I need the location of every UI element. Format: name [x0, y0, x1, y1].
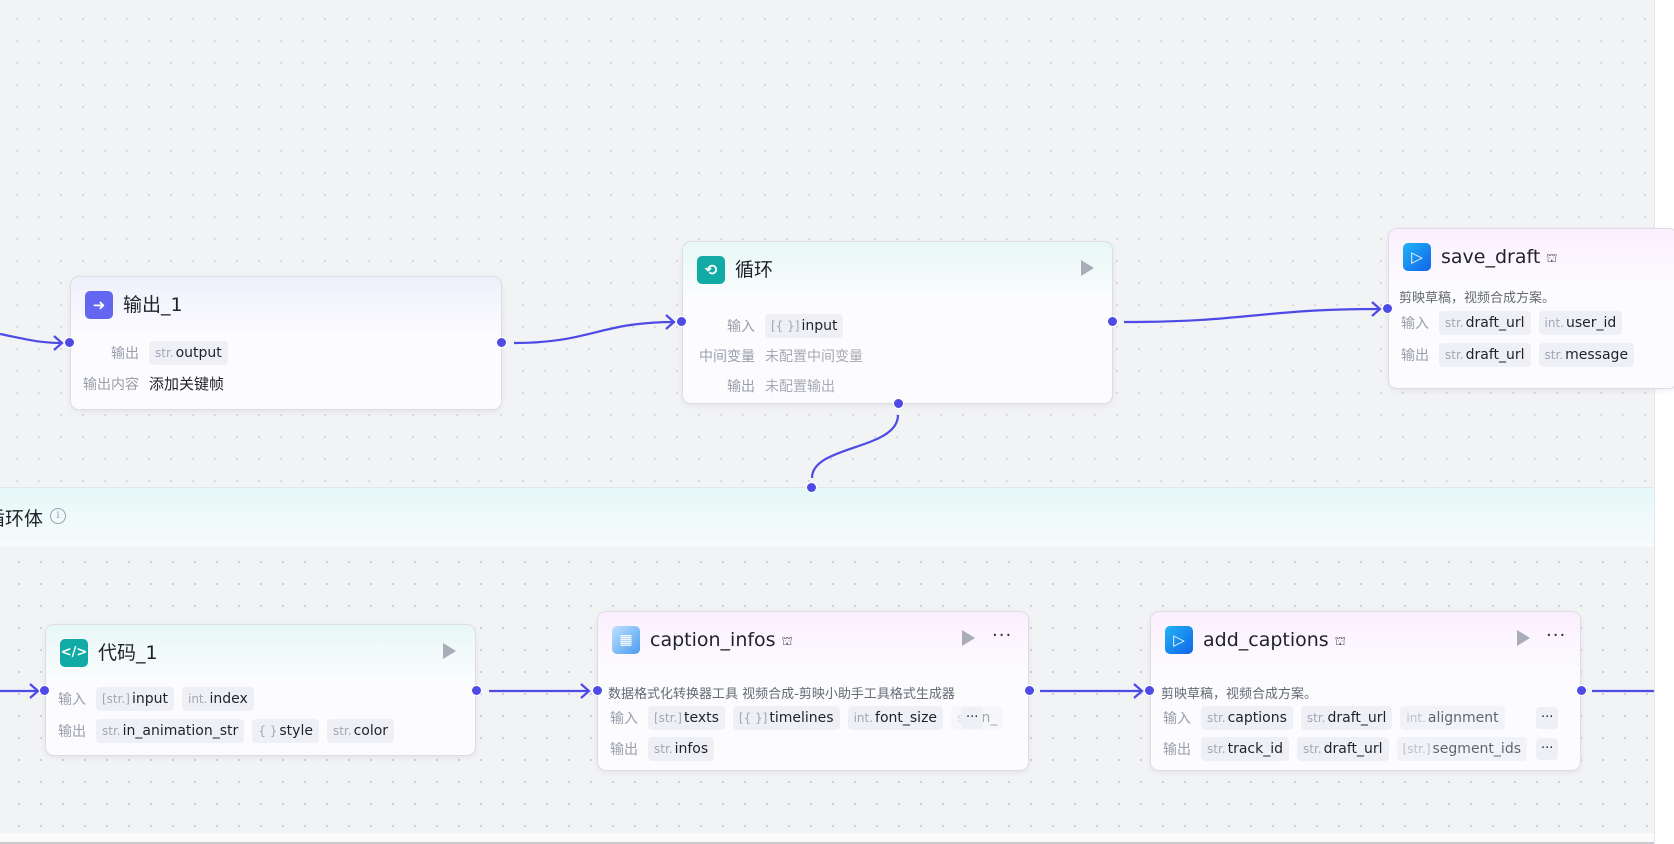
jianying-icon: ▷: [1165, 626, 1193, 654]
node-title: 循环: [735, 259, 774, 281]
loop-body-title: 循环体: [0, 508, 44, 530]
right-panel-edge: [1654, 0, 1674, 844]
content-label: 输出内容: [83, 376, 139, 393]
output-label: 输出: [1401, 348, 1429, 364]
output-tag: str.infos: [648, 737, 715, 761]
node-caption-infos[interactable]: ▦ caption_infos⛫ ··· 数据格式化转换器工具 视频合成-剪映小…: [597, 611, 1029, 771]
node-output-1[interactable]: ➜ 输出_1 输出 str.output 输出内容 添加关键帧: [70, 276, 502, 410]
output-value: 未配置输出: [765, 379, 835, 395]
input-tag: str.draft_url: [1300, 706, 1393, 730]
plugin-icon: ⛫: [781, 633, 793, 648]
output-tag: { }style: [252, 719, 319, 743]
run-icon[interactable]: [443, 643, 456, 659]
loop-in-port[interactable]: [676, 316, 687, 327]
node-title: caption_infos⛫: [650, 626, 793, 655]
input-variable-tag: [{ }]input: [765, 314, 844, 338]
output-label: 输出: [58, 724, 86, 740]
plugin-icon: ⛫: [1334, 633, 1346, 648]
node-title: 代码_1: [98, 642, 158, 664]
loop-icon: ⟲: [697, 256, 725, 284]
intermediate-variable-value: 未配置中间变量: [765, 349, 863, 365]
input-tag: [{ }]timelines: [732, 706, 840, 730]
loop-body-port[interactable]: [893, 398, 904, 409]
output-tag: str.draft_url: [1297, 737, 1389, 761]
output-label: 输出: [727, 379, 755, 395]
output-tag: [str.]segment_ids: [1396, 737, 1527, 761]
input-tag: int.index: [181, 687, 254, 711]
input-tag: int.font_size: [847, 706, 944, 730]
add-captions-in-port[interactable]: [1144, 685, 1155, 696]
node-loop[interactable]: ⟲ 循环 输入 [{ }]input 中间变量 未配置中间变量 输出 未配置输出: [682, 241, 1113, 404]
input-tag: [str.]texts: [648, 706, 725, 730]
code-1-in-port[interactable]: [39, 685, 50, 696]
more-options-icon[interactable]: ···: [992, 625, 1013, 646]
loop-body-entry-port[interactable]: [806, 482, 817, 493]
input-label: 输入: [727, 319, 755, 335]
node-title: add_captions⛫: [1203, 626, 1346, 655]
more-inputs-button[interactable]: ···: [961, 707, 984, 729]
intermediate-variable-label: 中间变量: [699, 349, 755, 365]
output-1-out-port[interactable]: [496, 337, 507, 348]
horizontal-scrollbar[interactable]: [0, 833, 1654, 844]
data-tool-icon: ▦: [612, 626, 640, 654]
input-tag: int.user_id: [1538, 311, 1623, 335]
plugin-icon: ⛫: [1546, 250, 1558, 265]
add-captions-out-port[interactable]: [1576, 685, 1587, 696]
jianying-icon: ▷: [1403, 243, 1431, 271]
loop-out-port[interactable]: [1107, 316, 1118, 327]
output-label: 输出: [111, 346, 139, 362]
caption-infos-in-port[interactable]: [592, 685, 603, 696]
run-icon[interactable]: [962, 630, 975, 646]
output-label: 输出: [1163, 742, 1191, 758]
run-icon[interactable]: [1517, 630, 1530, 646]
more-inputs-button[interactable]: ···: [1536, 707, 1559, 729]
content-value: 添加关键帧: [149, 375, 225, 393]
loop-body-header: 循环体 i: [0, 487, 1654, 547]
info-icon[interactable]: i: [50, 508, 66, 524]
run-icon[interactable]: [1081, 260, 1094, 276]
node-save-draft[interactable]: ▷ save_draft⛫ 剪映草稿，视频合成方案。 输入 str.draft_…: [1388, 228, 1674, 389]
output-tag: str.draft_url: [1439, 343, 1531, 367]
output-tag: str.color: [326, 719, 395, 743]
node-code-1[interactable]: </> 代码_1 输入 [str.]input int.index 输出 str…: [45, 624, 476, 756]
output-arrow-icon: ➜: [85, 291, 113, 319]
output-tag: str.track_id: [1201, 737, 1290, 761]
code-1-out-port[interactable]: [471, 685, 482, 696]
node-description: 剪映草稿，视频合成方案。: [1161, 687, 1318, 702]
output-label: 输出: [610, 742, 638, 758]
input-label: 输入: [1401, 316, 1429, 332]
code-icon: </>: [60, 639, 88, 667]
input-tag: str.captions: [1201, 706, 1293, 730]
node-add-captions[interactable]: ▷ add_captions⛫ ··· 剪映草稿，视频合成方案。 输入 str.…: [1150, 611, 1581, 771]
node-title: save_draft⛫: [1441, 243, 1557, 272]
output-1-in-port[interactable]: [64, 337, 75, 348]
input-tag: str.draft_url: [1439, 311, 1531, 335]
input-tag: int.alignment: [1400, 706, 1505, 730]
more-options-icon[interactable]: ···: [1546, 625, 1567, 646]
output-tag: str.message: [1538, 343, 1635, 367]
output-variable-tag: str.output: [149, 341, 228, 365]
input-label: 输入: [58, 692, 86, 708]
more-outputs-button[interactable]: ···: [1536, 738, 1559, 760]
save-draft-in-port[interactable]: [1382, 303, 1393, 314]
input-label: 输入: [610, 711, 638, 727]
node-description: 数据格式化转换器工具 视频合成-剪映小助手工具格式生成器: [608, 687, 955, 702]
caption-infos-out-port[interactable]: [1024, 685, 1035, 696]
node-title: 输出_1: [123, 294, 183, 316]
output-tag: str.in_animation_str: [96, 719, 245, 743]
node-description: 剪映草稿，视频合成方案。: [1399, 291, 1556, 306]
input-tag: [str.]input: [96, 687, 174, 711]
input-label: 输入: [1163, 711, 1191, 727]
